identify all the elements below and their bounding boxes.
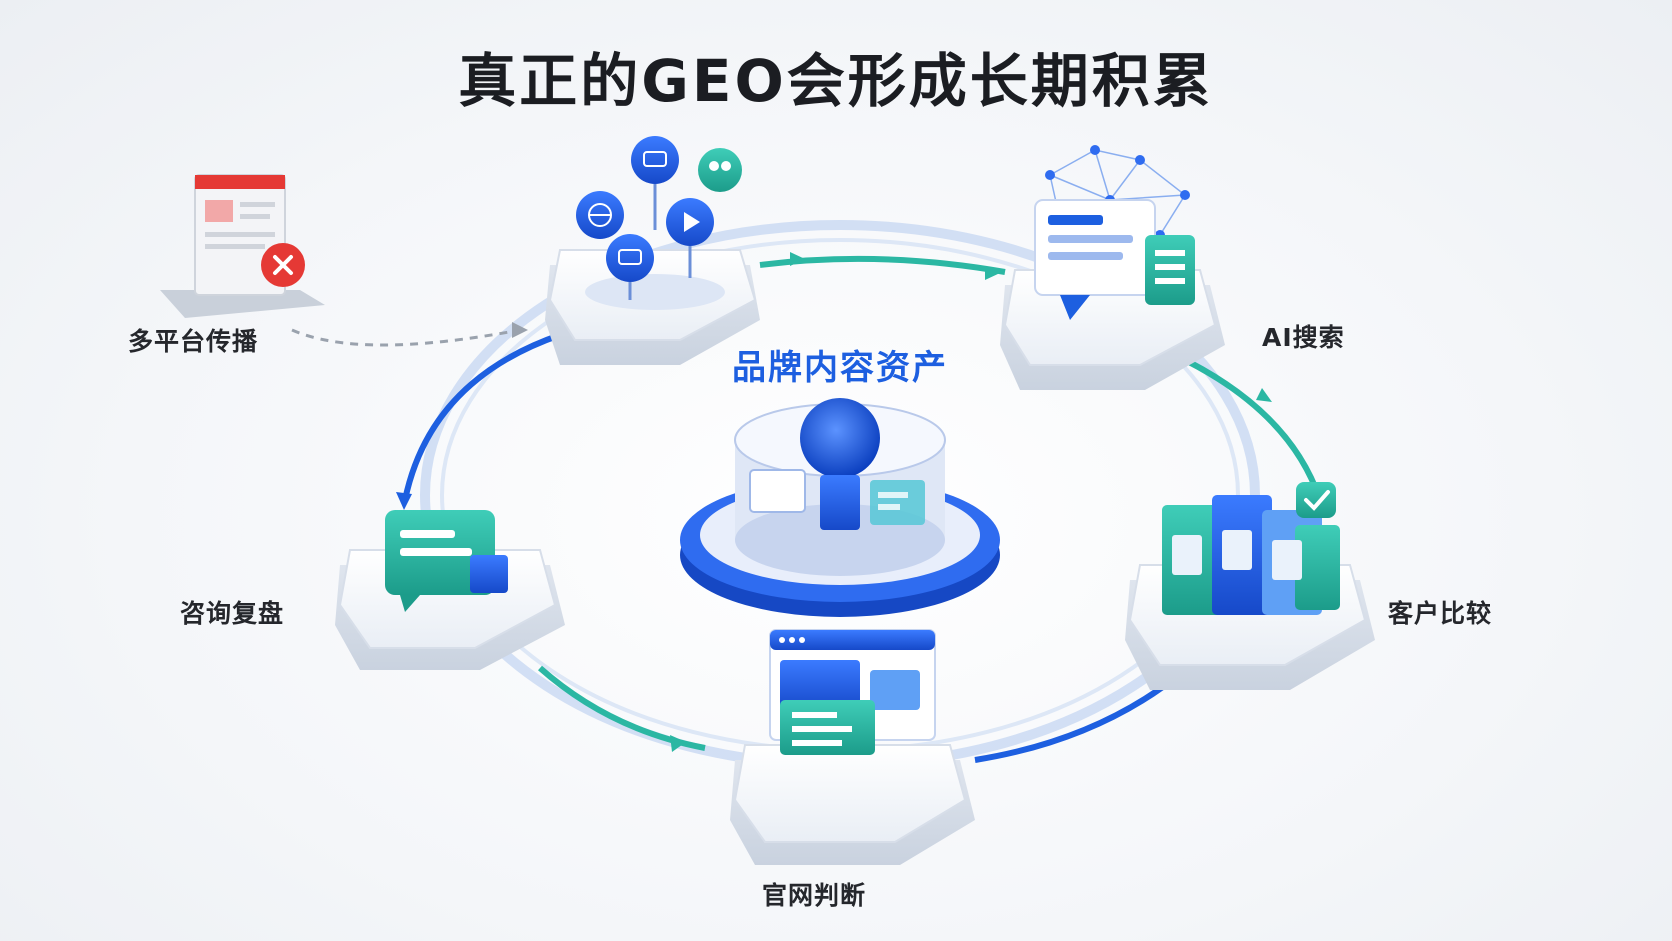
broken-page <box>160 174 325 318</box>
center-hub <box>680 398 1000 617</box>
label-customer-compare: 客户比较 <box>1388 599 1493 628</box>
platform-consult <box>335 510 565 670</box>
users-icon <box>698 148 742 192</box>
center-label: 品牌内容资产 <box>732 348 948 388</box>
dashed-arrow <box>291 328 521 347</box>
hub-panel <box>870 480 925 525</box>
label-multi-platform: 多平台传播 <box>128 327 259 356</box>
page-title: 真正的GEO会形成长期积累 <box>458 47 1214 115</box>
compare-card <box>1295 525 1340 610</box>
label-ai-search: AI搜索 <box>1262 323 1345 352</box>
hub-sphere <box>800 398 880 478</box>
platform-website <box>730 629 975 865</box>
platform-ai-search <box>1000 145 1225 390</box>
chat-icon <box>631 136 679 184</box>
arrow-head <box>670 735 686 752</box>
ai-chat-card <box>1034 199 1156 296</box>
hub-panel <box>749 469 806 513</box>
check-icon <box>1296 482 1336 518</box>
platform-compare <box>1125 482 1375 690</box>
label-consult-review: 咨询复盘 <box>180 599 285 628</box>
arrow-ai-to-compare <box>1173 352 1323 501</box>
message-icon <box>606 234 654 282</box>
platform-multi <box>545 136 760 365</box>
hub-panel <box>820 475 860 530</box>
cube-icon <box>470 555 508 593</box>
arrow-platform-to-review <box>402 332 561 501</box>
arrow-head <box>1256 388 1272 402</box>
arrow-head <box>985 266 1000 280</box>
label-website-judge: 官网判断 <box>762 881 867 910</box>
arrow-head <box>790 252 805 266</box>
arrow-head <box>396 492 412 510</box>
arrow-head <box>512 322 528 338</box>
